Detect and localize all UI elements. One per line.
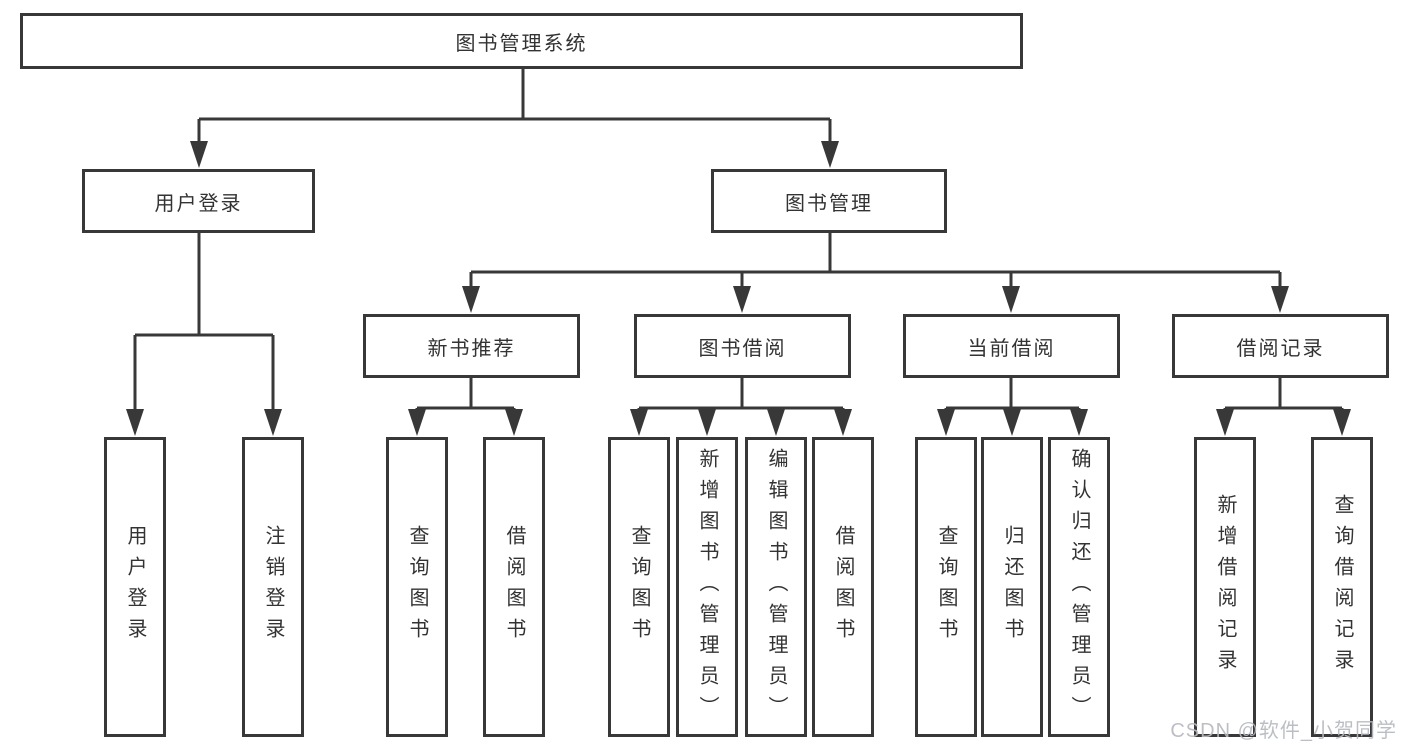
node-borrow-books-leaf: 借阅图书 (812, 437, 874, 737)
node-book-management: 图书管理 (711, 169, 947, 233)
node-book-borrowing: 图书借阅 (634, 314, 851, 378)
node-query-books-current: 查询图书 (915, 437, 977, 737)
node-edit-book-admin: 编辑图书（管理员） (745, 437, 807, 737)
csdn-watermark: CSDN @软件_小贺同学 (1170, 720, 1397, 742)
node-current-borrowing: 当前借阅 (903, 314, 1120, 378)
node-root-system: 图书管理系统 (20, 13, 1023, 69)
node-add-borrow-record: 新增借阅记录 (1194, 437, 1256, 737)
node-new-book-recommend: 新书推荐 (363, 314, 580, 378)
node-query-books-borrow: 查询图书 (608, 437, 670, 737)
node-user-login: 用户登录 (82, 169, 315, 233)
node-confirm-return-admin: 确认归还（管理员） (1048, 437, 1110, 737)
node-logout-leaf: 注销登录 (242, 437, 304, 737)
node-query-borrow-record: 查询借阅记录 (1311, 437, 1373, 737)
node-user-login-leaf: 用户登录 (104, 437, 166, 737)
node-add-book-admin: 新增图书（管理员） (676, 437, 738, 737)
node-query-books-newbook: 查询图书 (386, 437, 448, 737)
node-borrowing-records: 借阅记录 (1172, 314, 1389, 378)
node-borrow-books-newbook: 借阅图书 (483, 437, 545, 737)
connector-lines (133, 69, 1344, 420)
arrowheads (126, 141, 1351, 436)
node-return-book: 归还图书 (981, 437, 1043, 737)
